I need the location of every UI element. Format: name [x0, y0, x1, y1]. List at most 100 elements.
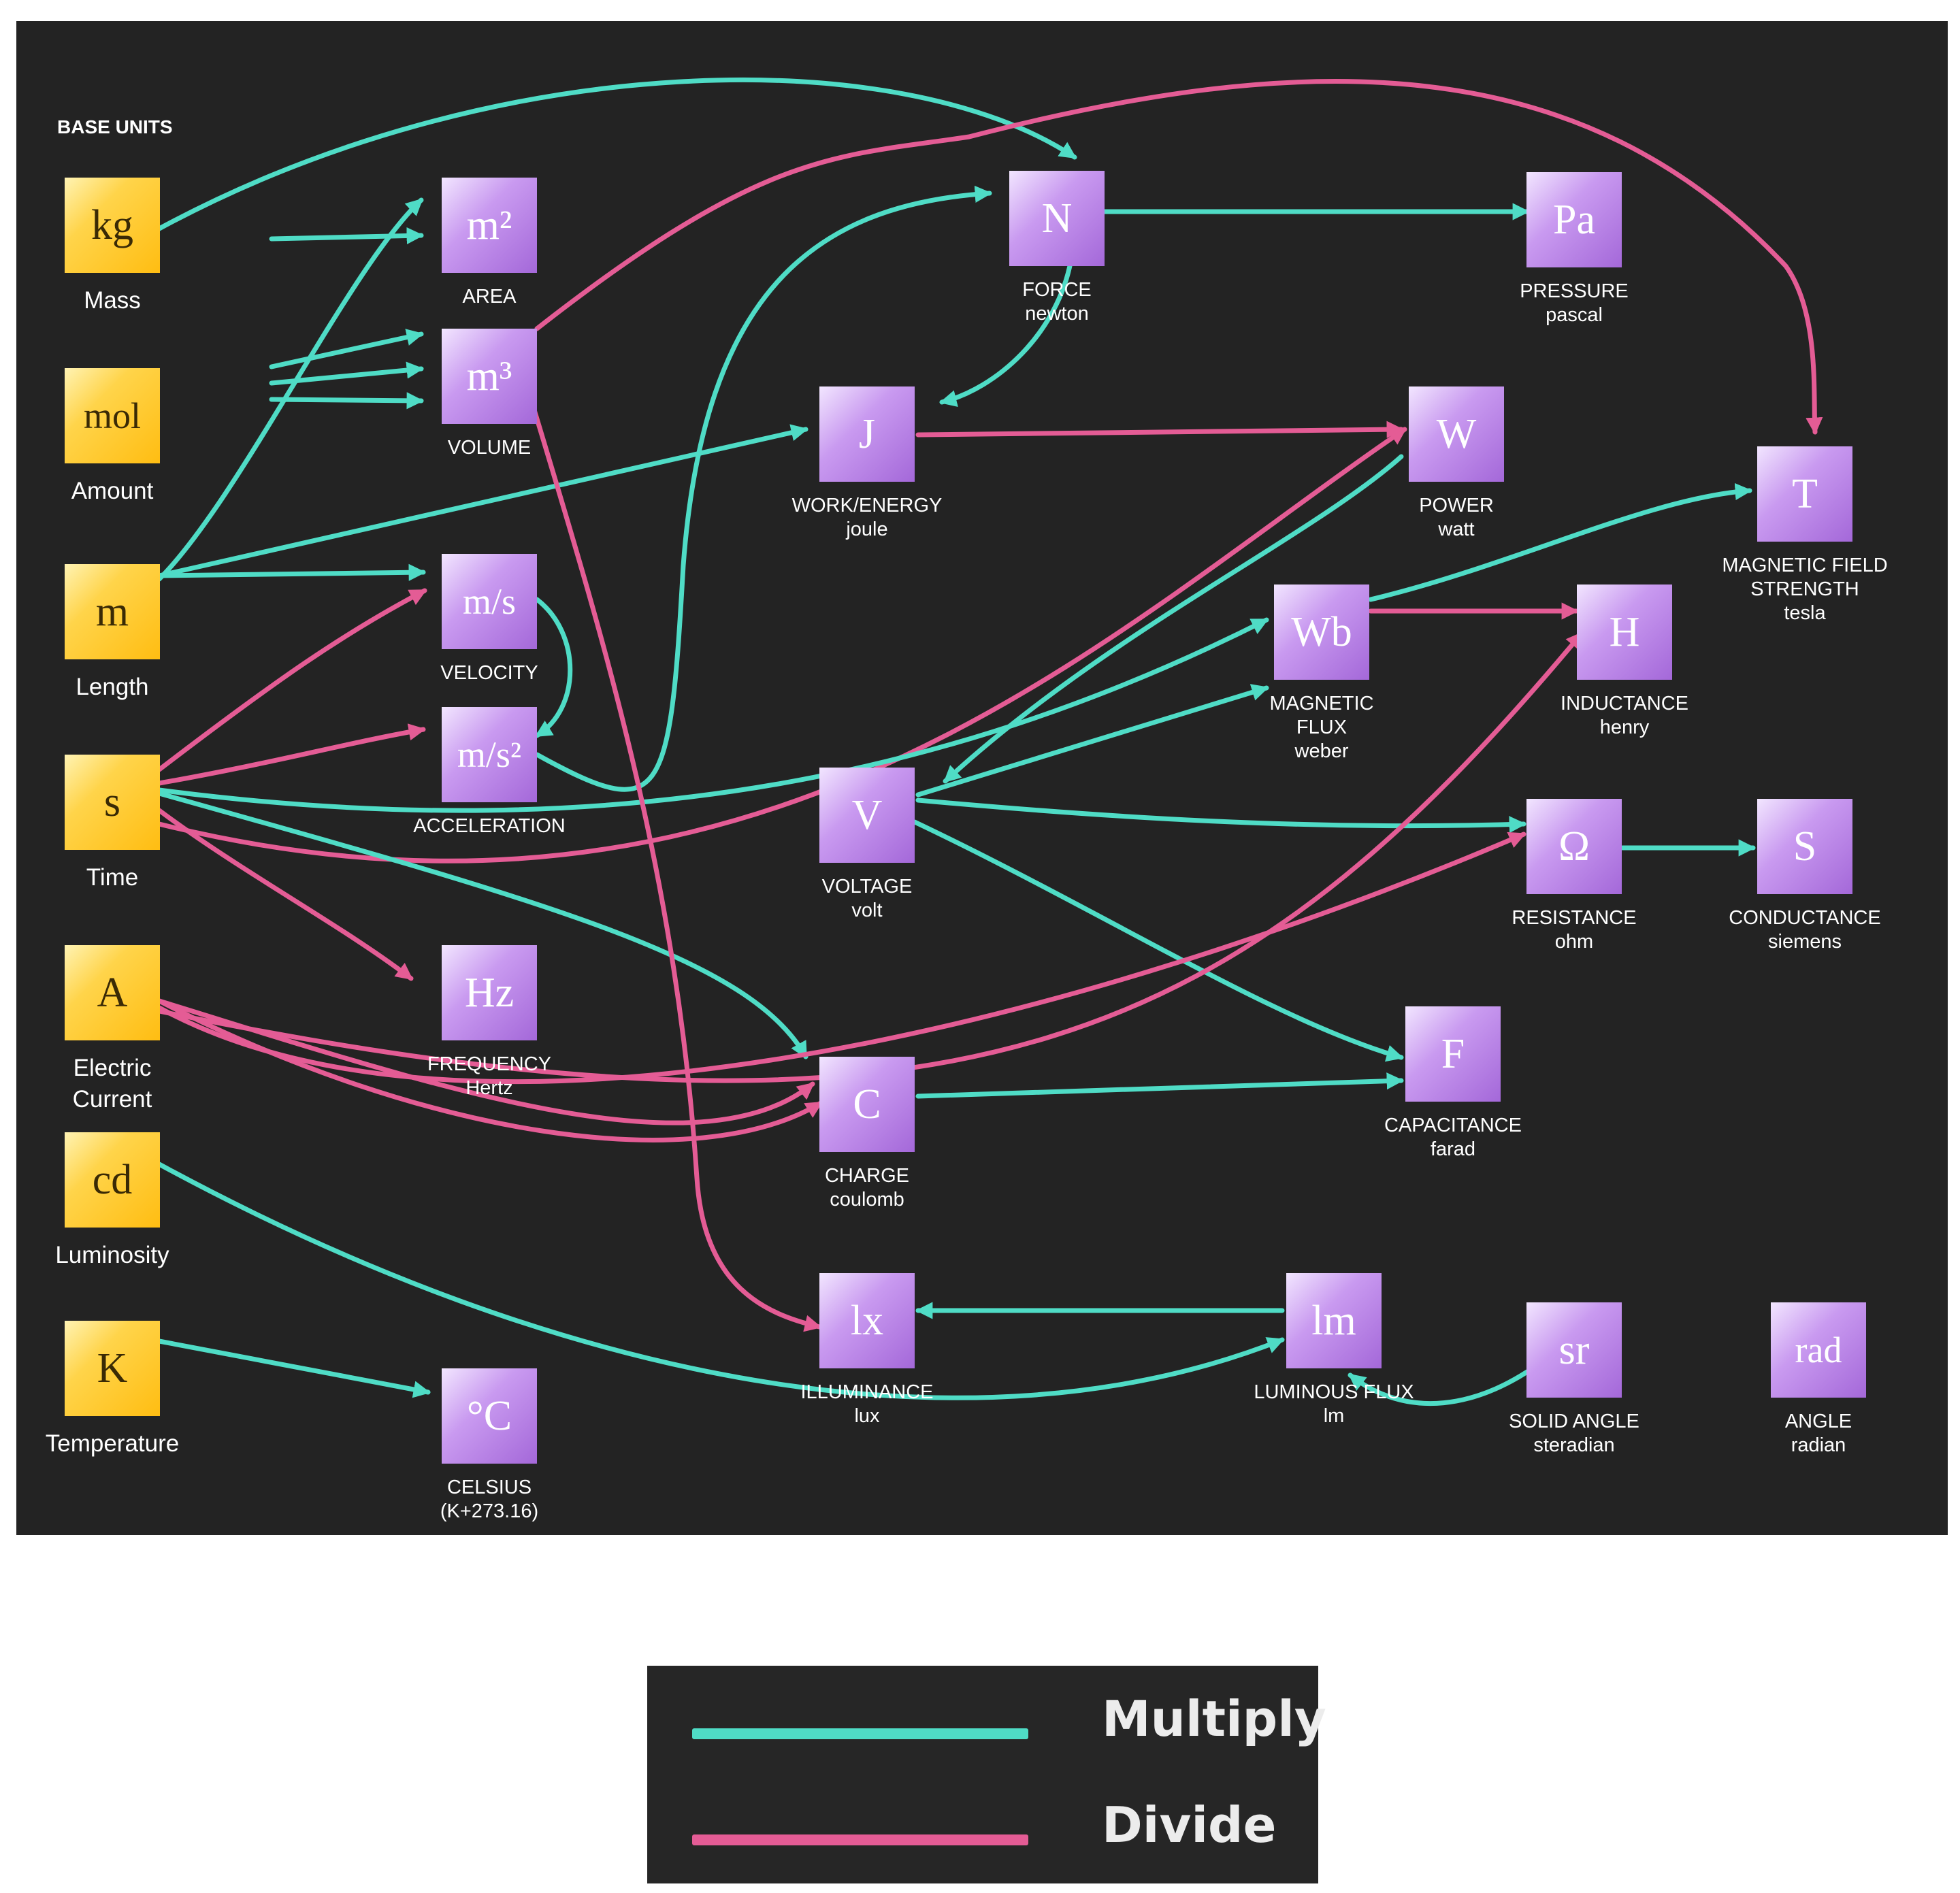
unit-box-wb: Wb: [1274, 585, 1369, 680]
edge-multiply-w-to-v: [915, 684, 1269, 797]
edge-multiply-m-to-m3: [269, 329, 424, 369]
caption-line: VOLTAGE: [821, 876, 913, 898]
unit-box-j: J: [819, 386, 915, 482]
caption-line: ANGLE: [1784, 1411, 1852, 1432]
edge-multiply-sr-to-lm: [157, 1338, 431, 1398]
unit-box-m2: m²: [442, 178, 537, 273]
caption-line: RESISTANCE: [1512, 907, 1637, 929]
caption-line: Temperature: [45, 1430, 180, 1457]
unit-box-k: K: [65, 1321, 160, 1416]
edge-multiply-v-to-wb: [915, 797, 1526, 834]
unit-box-sr: sr: [1526, 1302, 1622, 1398]
edge-multiply-ms-to-ms2: [534, 597, 573, 738]
unit-box-c-deg: °C: [442, 1368, 537, 1464]
unit-box-t: T: [1757, 446, 1852, 542]
caption-line: lux: [854, 1405, 880, 1427]
edge-divide-s-to-hz: [157, 808, 414, 981]
caption-line: FLUX: [1296, 717, 1348, 738]
edge-multiply-a-to-c: [915, 1072, 1404, 1099]
caption-line: FORCE: [1022, 279, 1092, 301]
unit-box-ms2: m/s²: [442, 707, 537, 802]
unit-box-lm: lm: [1286, 1273, 1382, 1368]
unit-box-pa: Pa: [1526, 172, 1622, 267]
caption-line: AREA: [462, 286, 517, 308]
edge-divide-m3-to-pa: [534, 79, 1823, 435]
caption-line: watt: [1438, 518, 1475, 540]
unit-box-c: C: [819, 1057, 915, 1152]
caption-line: newton: [1025, 303, 1089, 325]
edge-divide-n-to-t: [915, 421, 1404, 438]
unit-caption-s: Time: [16, 862, 214, 893]
unit-caption-c-deg: CELSIUS(K+273.16): [387, 1476, 591, 1524]
unit-caption-cd: Luminosity: [16, 1240, 214, 1271]
caption-line: Current: [72, 1086, 152, 1113]
caption-line: ACCELERATION: [413, 815, 566, 837]
edge-divide-m3-to-lx: [531, 405, 822, 1332]
unit-box-m3: m³: [442, 329, 537, 424]
unit-box-mol: mol: [65, 368, 160, 463]
caption-line: LUMINOUS FLUX: [1254, 1381, 1414, 1403]
caption-line: pascal: [1546, 304, 1603, 326]
caption-line: joule: [846, 518, 888, 540]
caption-line: Luminosity: [55, 1242, 169, 1268]
caption-line: MAGNETIC: [1269, 693, 1374, 714]
edge-divide-a-to-h: [157, 998, 823, 1142]
caption-line: tesla: [1784, 602, 1826, 624]
caption-line: radian: [1791, 1434, 1846, 1456]
unit-box-a: A: [65, 945, 160, 1040]
edge-divide-a-to-v: [157, 832, 1526, 1085]
caption-line: siemens: [1768, 931, 1842, 953]
edge-multiply-m-to-m2: [157, 197, 424, 582]
caption-line: FREQUENCY: [427, 1053, 552, 1075]
unit-box-cd: cd: [65, 1132, 160, 1228]
caption-line: CELSIUS: [446, 1477, 532, 1498]
unit-box-n: N: [1009, 171, 1105, 266]
caption-line: CAPACITANCE: [1384, 1115, 1522, 1136]
caption-line: coulomb: [830, 1189, 904, 1211]
caption-line: CHARGE: [824, 1165, 910, 1187]
edge-multiply-lm-to-lx: [1348, 1369, 1530, 1406]
caption-line: STRENGTH: [1750, 578, 1859, 600]
edge-multiply-n-to-j: [939, 257, 1074, 408]
caption-line: volt: [851, 900, 883, 921]
legend-multiply-line: [692, 1728, 1028, 1739]
caption-line: lm: [1323, 1405, 1345, 1427]
unit-box-s: S: [1757, 799, 1852, 894]
caption-line: SOLID ANGLE: [1509, 1411, 1639, 1432]
caption-line: POWER: [1419, 495, 1494, 516]
legend-divide-label: Divide: [1102, 1796, 1277, 1854]
edge-divide-a-to-ohm: [157, 631, 1584, 1083]
connection-layer: [157, 78, 1823, 1406]
legend-divide-line: [692, 1834, 1028, 1845]
caption-line: weber: [1294, 740, 1349, 762]
unit-caption-k: Temperature: [16, 1428, 214, 1460]
unit-box-kg: kg: [65, 178, 160, 273]
unit-box-h: H: [1577, 585, 1672, 680]
caption-line: INDUCTANCE: [1561, 693, 1688, 714]
edge-multiply-m-to-m3: [269, 392, 424, 410]
unit-box-w: W: [1409, 386, 1504, 482]
edge-multiply-v-to-ohm: [912, 819, 1404, 1062]
edge-divide-s-to-ms: [157, 588, 427, 772]
edge-divide-s-to-ms2: [157, 723, 426, 786]
caption-line: (K+273.16): [440, 1500, 539, 1522]
caption-line: VOLUME: [447, 437, 532, 459]
unit-caption-mol: Amount: [16, 476, 214, 507]
unit-box-f: F: [1405, 1006, 1501, 1102]
edge-multiply-s-to-wb: [157, 617, 1269, 813]
edge-multiply-m-to-m2: [269, 227, 424, 245]
unit-caption-m3: VOLUME: [387, 436, 591, 460]
